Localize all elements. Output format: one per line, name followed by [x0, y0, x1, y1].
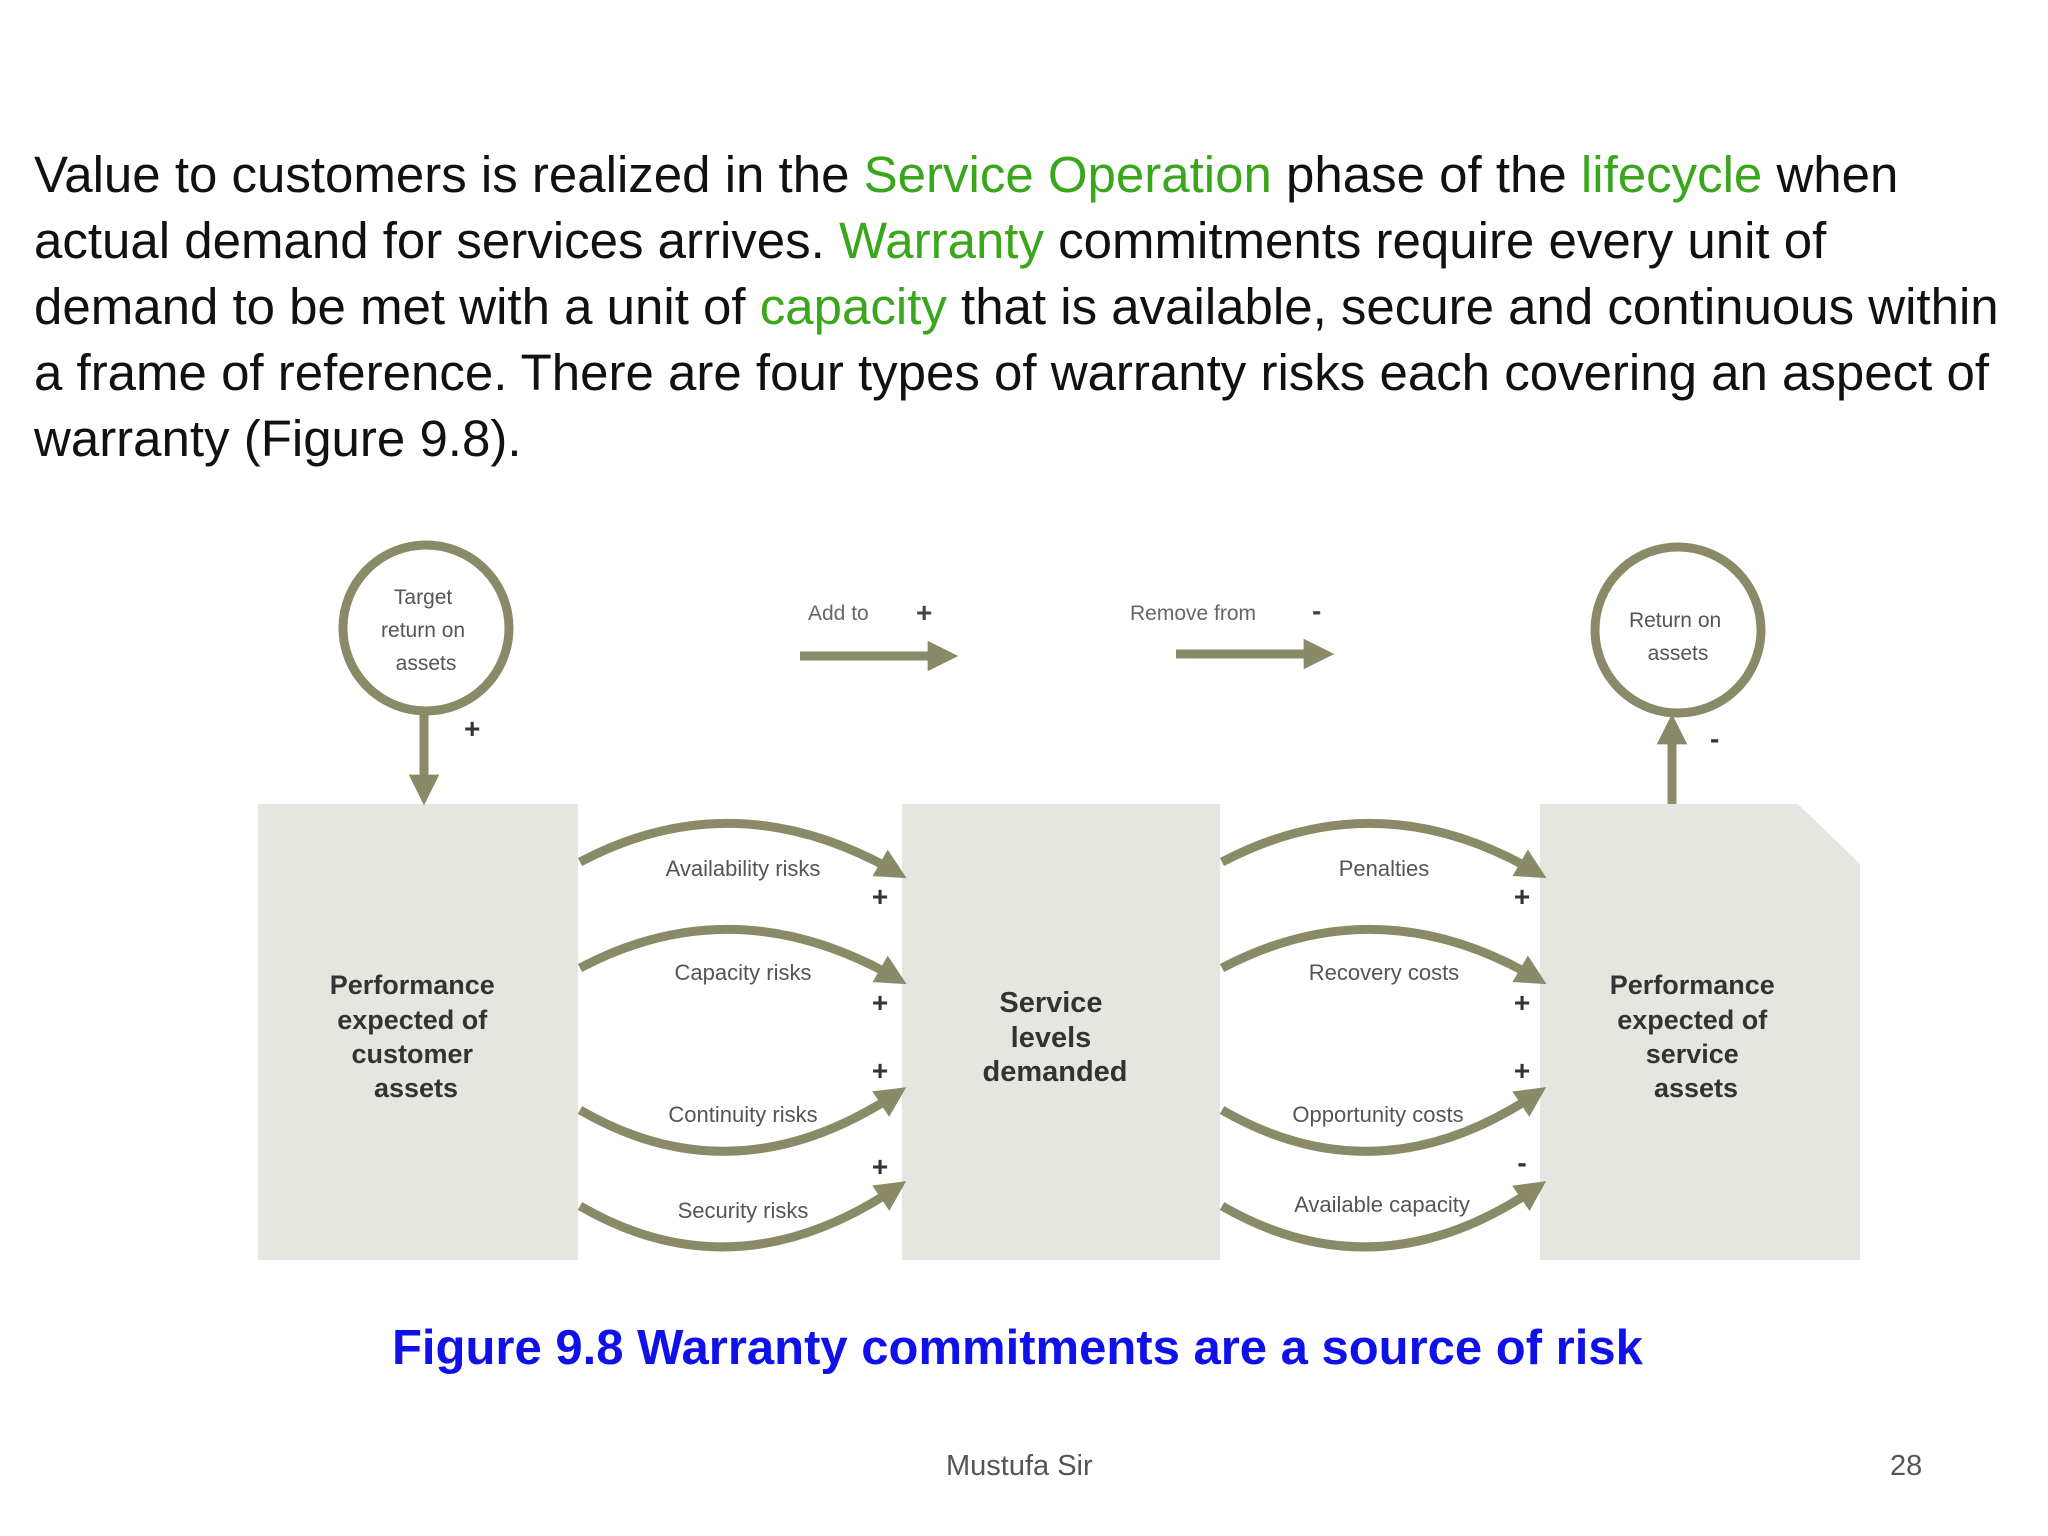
box-service-levels — [902, 804, 1220, 1260]
flow-available-capacity — [1219, 1181, 1547, 1252]
flow-label-availability-risks: Availability risks — [666, 856, 821, 881]
flow-sign-recovery-costs: + — [1514, 987, 1530, 1018]
legend-remove-label: Remove from — [1130, 602, 1256, 625]
flow-label-continuity-risks: Continuity risks — [668, 1102, 817, 1127]
paragraph-text: phase of the — [1271, 146, 1581, 203]
flow-opportunity-costs — [1219, 1087, 1547, 1156]
flow-security-risks — [577, 1181, 907, 1252]
box-left-label: Performance expected of customer assets — [330, 970, 503, 1103]
circle-left-label: Target return on assets — [381, 586, 471, 675]
flow-sign-availability-risks: + — [872, 881, 888, 912]
flow-label-recovery-costs: Recovery costs — [1309, 960, 1459, 985]
highlighted-term: capacity — [759, 278, 947, 335]
flow-penalties — [1219, 818, 1547, 879]
legend-remove-sign: - — [1312, 595, 1321, 626]
figure-caption: Figure 9.8 Warranty commitments are a so… — [392, 1321, 1643, 1375]
warranty-risk-diagram: Target return on assets Return on assets… — [258, 540, 1860, 1260]
paragraph-text: Value to customers is realized in the — [34, 146, 864, 203]
paragraph-text: when actual demand for services arrives. — [34, 146, 1899, 269]
flow-continuity-risks — [577, 1087, 907, 1156]
body-paragraph: Value to customers is realized in the Se… — [34, 142, 2024, 472]
flow-label-opportunity-costs: Opportunity costs — [1292, 1102, 1463, 1127]
box-right-label: Performance expected of service assets — [1610, 970, 1783, 1103]
circle-target-return — [338, 540, 514, 716]
flow-availability-risks — [577, 818, 907, 879]
circle-right-label: Return on assets — [1629, 609, 1727, 665]
legend-add-label: Add to — [808, 602, 869, 625]
flow-label-security-risks: Security risks — [678, 1198, 809, 1223]
circle-left-sign: + — [464, 713, 480, 744]
page-number: 28 — [1890, 1450, 1923, 1482]
flow-sign-security-risks: + — [872, 1151, 888, 1182]
flow-recovery-costs — [1219, 924, 1547, 985]
box-service-assets — [1540, 804, 1860, 1260]
flow-sign-penalties: + — [1514, 881, 1530, 912]
flow-label-available-capacity: Available capacity — [1294, 1192, 1470, 1217]
flow-label-penalties: Penalties — [1339, 856, 1430, 881]
paragraph-text: commitments require every unit of demand… — [34, 212, 1827, 335]
box-customer-assets — [258, 804, 578, 1260]
flow-sign-opportunity-costs: + — [1514, 1055, 1530, 1086]
highlighted-term: lifecycle — [1580, 146, 1763, 203]
flow-sign-available-capacity: - — [1517, 1147, 1526, 1178]
footer-author: Mustufa Sir — [946, 1450, 1093, 1482]
flow-capacity-risks — [577, 924, 907, 985]
paragraph-text: that is available, secure and continuous… — [34, 278, 1999, 467]
box-center-label: Service levels demanded — [982, 987, 1127, 1088]
legend-add-sign: + — [916, 597, 932, 628]
circle-right-sign: - — [1710, 723, 1719, 754]
flow-label-capacity-risks: Capacity risks — [675, 960, 812, 985]
highlighted-term: Warranty — [839, 212, 1044, 269]
flow-sign-capacity-risks: + — [872, 987, 888, 1018]
highlighted-term: Service Operation — [863, 146, 1272, 203]
circle-return-on-assets — [1590, 542, 1766, 718]
flow-sign-continuity-risks: + — [872, 1055, 888, 1086]
